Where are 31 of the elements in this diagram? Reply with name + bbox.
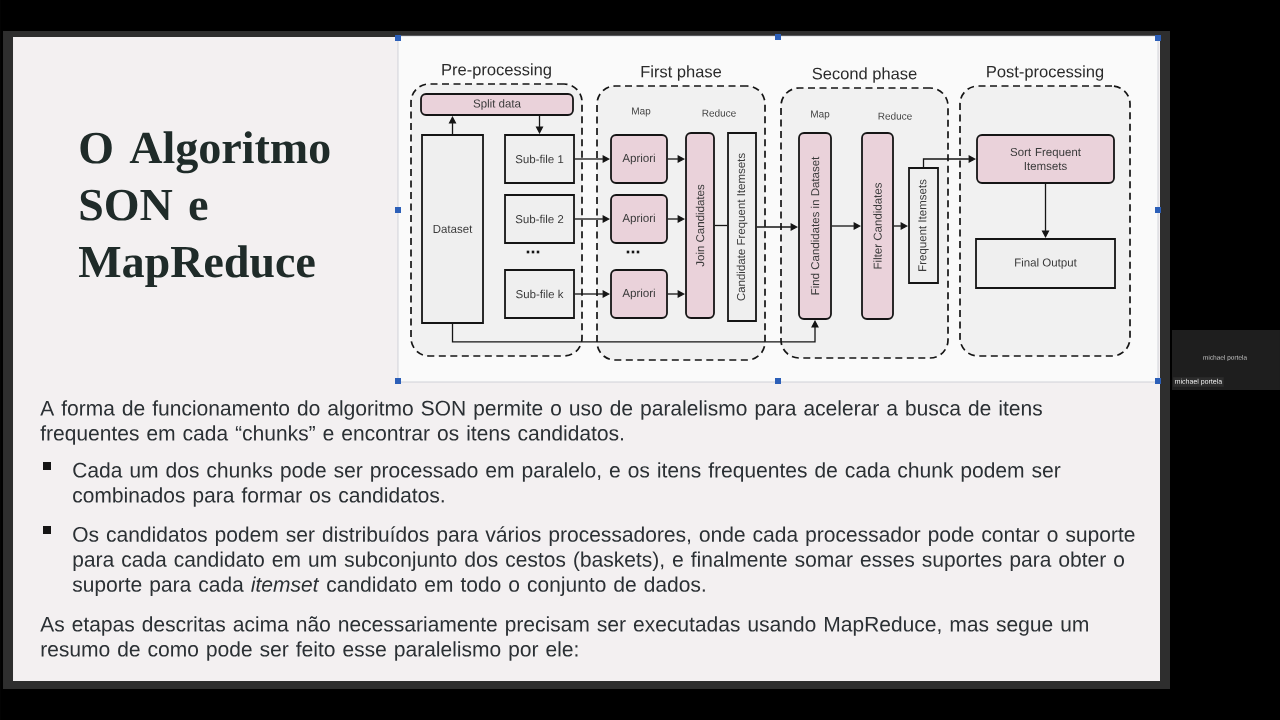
- column-heading: Map: [632, 107, 651, 117]
- process-box: Sub-file 1: [504, 134, 575, 184]
- column-heading: Reduce: [878, 112, 912, 120]
- process-box: Split data: [420, 93, 574, 116]
- process-box: Apriori: [610, 269, 668, 319]
- process-box: Sub-file k: [504, 269, 575, 319]
- process-box: Dataset: [421, 134, 484, 324]
- slide-title: O Algoritmo SON e MapReduce: [79, 131, 330, 287]
- column-heading: Reduce: [702, 109, 736, 117]
- process-box: Frequent Itemsets: [908, 167, 939, 284]
- process-box: Sort Frequent Itemsets: [976, 134, 1115, 184]
- process-box: Filter Candidates: [861, 132, 894, 320]
- process-box: Join Candidates: [685, 132, 715, 319]
- ellipsis: ...: [626, 250, 640, 254]
- ellipsis: ...: [526, 250, 540, 254]
- paragraph: As etapas descritas acima não necessariamente precisam ser executadas usando MapReduce, mas segue um resumo de como pode ser feito esse paralelismo por ele:: [40, 616, 1088, 661]
- process-box: Final Output: [975, 238, 1116, 289]
- group-heading: First phase: [641, 65, 722, 81]
- connector-line: [714, 224, 728, 227]
- bullet-text: Os candidatos podem ser distribuídos para vários processadores, onde cada processador pode contar o suporte para cada candidato em um subconjunto dos cestos (baskets), e finalmente somar esses suportes para obter o suporte para cada itemset candidato em todo o conjunto de dados.: [72, 526, 1135, 596]
- group-heading: Pre-processing: [442, 63, 551, 79]
- group-heading: Post-processing: [987, 65, 1104, 81]
- process-box: Apriori: [610, 134, 668, 184]
- bullet-text: Cada um dos chunks pode ser processado em paralelo, e os itens frequentes de cada chunk podem ser combinados para formar os candidatos.: [73, 462, 1061, 507]
- column-heading: Map: [811, 110, 830, 120]
- group-heading: Second phase: [812, 67, 917, 83]
- process-box: Sub-file 2: [504, 194, 575, 244]
- process-box: Apriori: [610, 194, 668, 244]
- process-box: Find Candidates in Dataset: [798, 132, 832, 320]
- process-box: Candidate Frequent Itemsets: [727, 132, 757, 322]
- paragraph: A forma de funcionamento do algoritmo SON permite o uso de paralelismo para acelerar a busca de itens frequentes em cada “chunks” e encontrar os itens candidatos.: [40, 400, 1042, 445]
